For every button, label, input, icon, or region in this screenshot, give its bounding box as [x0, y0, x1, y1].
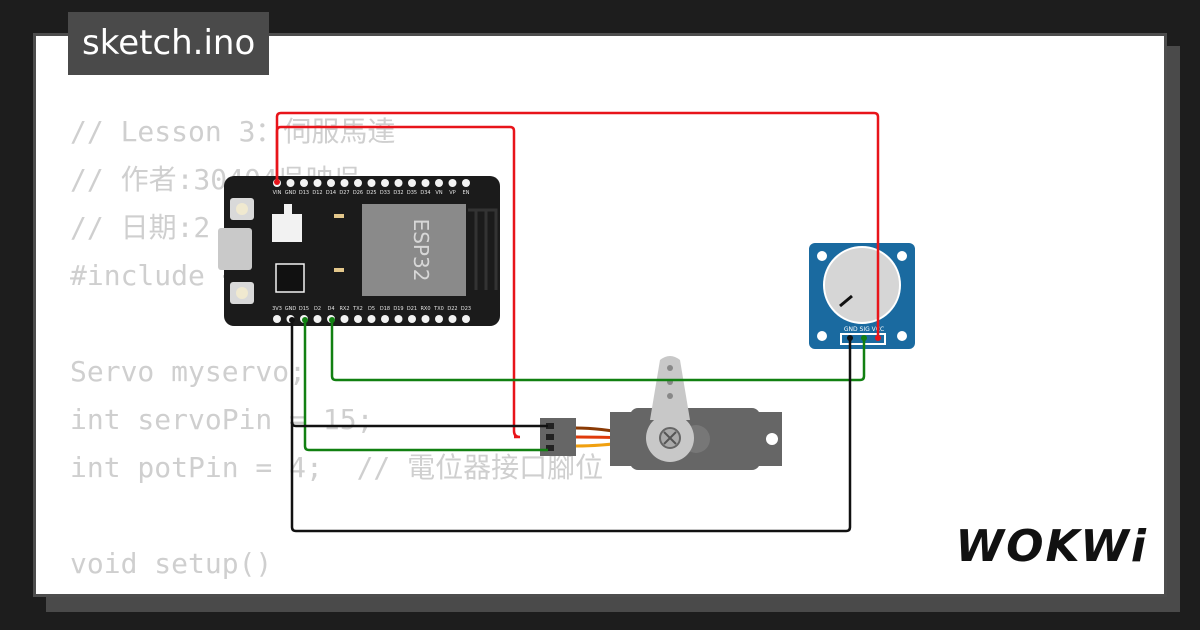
pin-label: D25 [366, 190, 376, 196]
code-line: Servo myservo; [70, 355, 307, 388]
pin-label: D34 [420, 190, 430, 196]
code-line: // Lesson 3：伺服馬達 [70, 115, 396, 148]
pin-label: D23 [461, 306, 471, 312]
pin-hole[interactable] [421, 315, 430, 323]
code-line: int potPin = 4; // 電位器接口腳位 [70, 451, 604, 484]
pin-hole[interactable] [435, 179, 443, 187]
chip-label: ESP32 [409, 219, 433, 282]
esp32-chip [362, 204, 466, 296]
pin-hole[interactable] [300, 179, 308, 187]
top-pin-row [273, 179, 470, 187]
pin-hole[interactable] [354, 315, 362, 323]
pin-label: D27 [339, 190, 349, 196]
pin-hole[interactable] [408, 179, 416, 187]
pin-label: TX2 [352, 306, 363, 312]
pin-hole[interactable] [286, 179, 295, 187]
pin-label: D21 [407, 306, 417, 312]
ground-wire-servo[interactable] [290, 320, 548, 428]
pin-hole[interactable] [448, 179, 457, 187]
code-line: // 日期:2 [70, 211, 211, 244]
servo-motor[interactable] [540, 356, 782, 470]
file-tab[interactable]: sketch.ino [68, 12, 270, 75]
code-line: int servoPin = 15; [70, 403, 374, 436]
potentiometer[interactable]: GND SIG VCC [809, 243, 915, 349]
pin-hole[interactable] [394, 315, 403, 323]
pin-label: RX2 [339, 306, 349, 312]
pin-hole[interactable] [354, 179, 362, 187]
pin-label: D33 [380, 190, 390, 196]
pin-label: EN [463, 190, 470, 196]
pin-label: TX0 [433, 306, 444, 312]
pin-label: D35 [407, 190, 417, 196]
code-line: void setup() [70, 547, 273, 580]
wokwi-logo: WOKWi [955, 521, 1148, 572]
pin-hole[interactable] [381, 179, 389, 187]
pin-label: D13 [299, 190, 309, 196]
pin-label: D14 [326, 190, 336, 196]
boot-button[interactable] [236, 203, 248, 215]
pin-label: D32 [393, 190, 403, 196]
pin-label: D12 [312, 190, 322, 196]
pin-hole[interactable] [435, 315, 443, 323]
pin-hole[interactable] [273, 315, 281, 323]
pin-hole[interactable] [327, 179, 335, 187]
pin-label: D2 [314, 306, 321, 312]
pin-hole[interactable] [313, 179, 322, 187]
pin-label: D18 [380, 306, 390, 312]
pin-hole[interactable] [421, 179, 430, 187]
pin-hole[interactable] [367, 179, 376, 187]
pin-hole[interactable] [462, 315, 470, 323]
pot-knob[interactable] [823, 246, 901, 324]
pin-label: GND [285, 306, 297, 312]
pin-hole[interactable] [462, 179, 470, 187]
pin-label: D5 [368, 306, 375, 312]
pin-hole[interactable] [408, 315, 416, 323]
pin-label: D26 [353, 190, 363, 196]
pin-hole[interactable] [340, 179, 349, 187]
pin-label: D22 [447, 306, 457, 312]
pin-label: VN [435, 190, 442, 196]
pin-label: D15 [299, 306, 309, 312]
bottom-pin-row [273, 315, 470, 323]
pin-label: GND [285, 190, 297, 196]
pin-label: D4 [327, 306, 334, 312]
pin-hole[interactable] [381, 315, 389, 323]
pin-hole[interactable] [313, 315, 322, 323]
reset-button[interactable] [236, 287, 248, 299]
power-wire-servo-vcc[interactable] [275, 125, 521, 439]
pin-hole[interactable] [340, 315, 349, 323]
power-wire-vin-pot[interactable] [275, 111, 880, 338]
pin-hole[interactable] [394, 179, 403, 187]
signal-wire-d4-pot[interactable] [330, 320, 866, 382]
signal-wire-d15-servo[interactable] [303, 320, 548, 452]
wires [274, 111, 881, 533]
usb-port [218, 228, 252, 270]
pin-label: 3V3 [272, 306, 282, 312]
pin-hole[interactable] [367, 315, 376, 323]
pin-label: VIN [273, 190, 282, 196]
ground-wire-pot[interactable] [290, 338, 852, 533]
pin-label: RX0 [420, 306, 430, 312]
pin-label: D19 [393, 306, 403, 312]
pin-label: VP [449, 190, 455, 196]
pin-hole[interactable] [448, 315, 457, 323]
pot-pin-labels: GND SIG VCC [844, 326, 884, 333]
code-card: // Lesson 3：伺服馬達// 作者:30404吳映吳// 日期:2#in… [33, 33, 1167, 597]
